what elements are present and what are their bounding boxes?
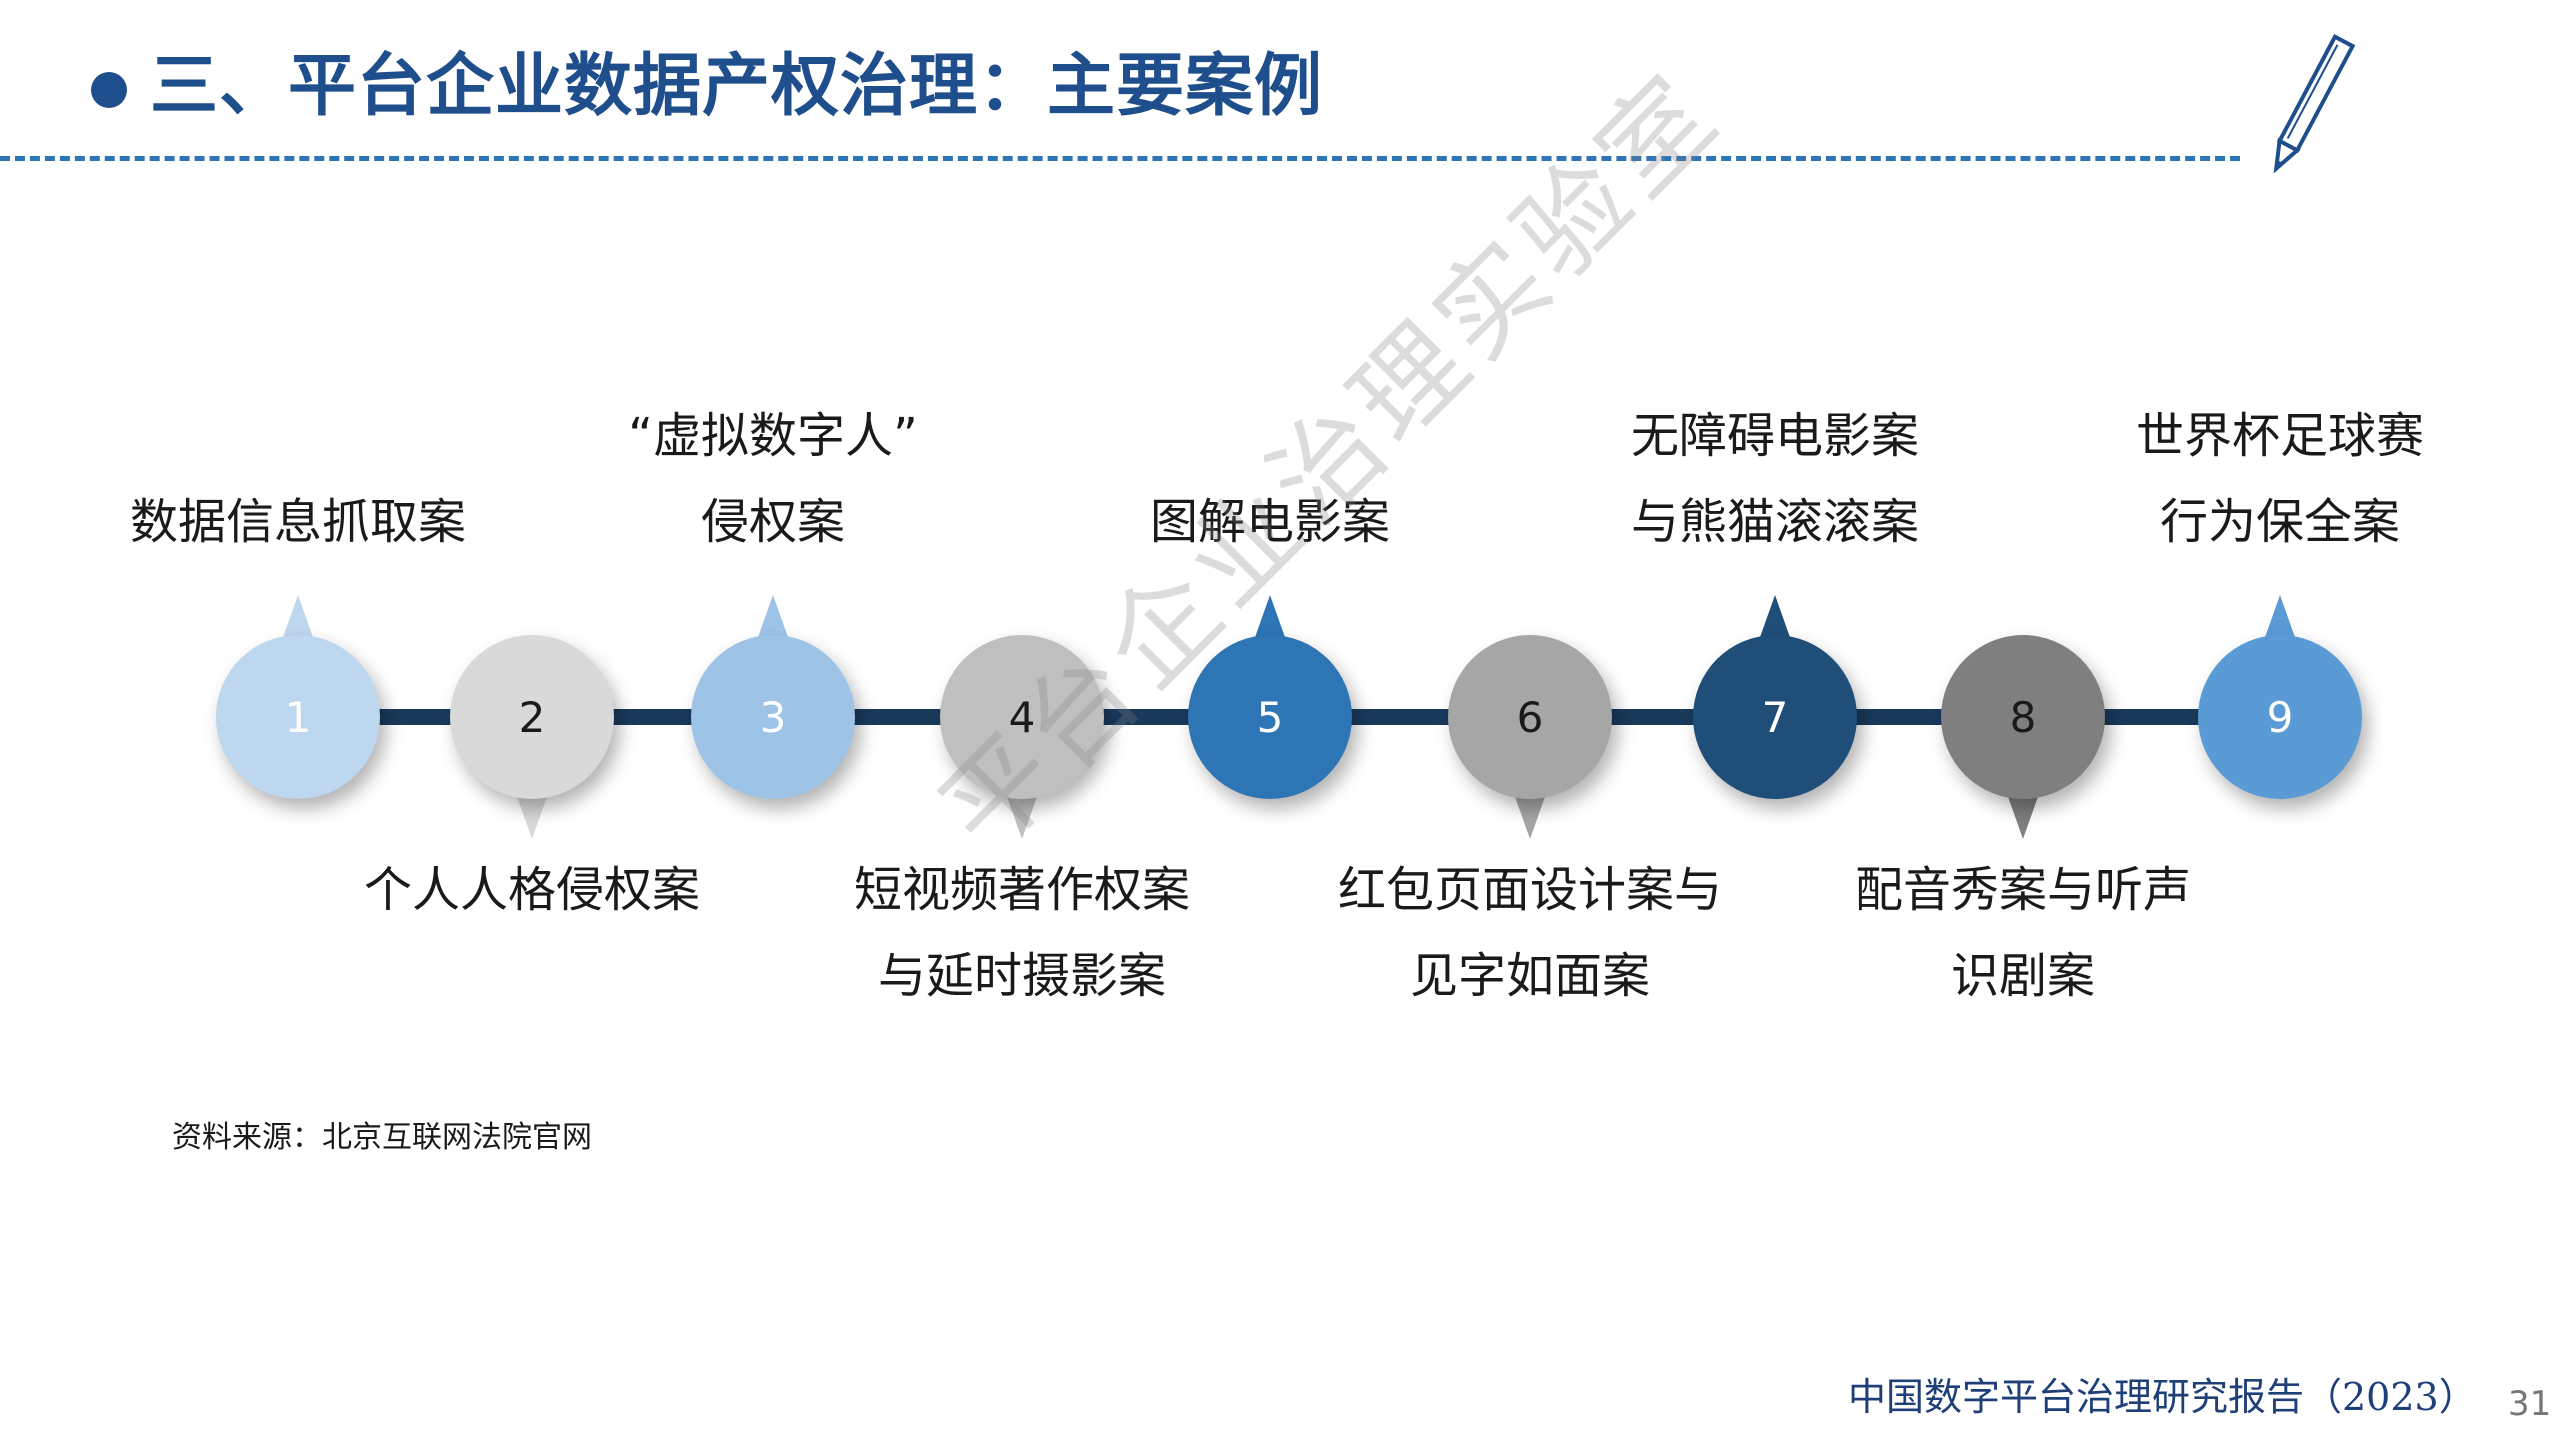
case-4-label-line: 与延时摄影案 <box>877 948 1167 1004</box>
case-3-label-line: “虚拟数字人” <box>628 408 918 464</box>
case-4-label-line: 短视频著作权案 <box>853 862 1191 918</box>
case-3-label: “虚拟数字人” 侵权案 <box>628 393 918 565</box>
source-note: 资料来源：北京互联网法院官网 <box>172 1120 592 1155</box>
case-6-label-line: 见字如面案 <box>1409 948 1651 1004</box>
case-8-node: 8 <box>1941 635 2105 799</box>
case-7-node: 7 <box>1693 635 1857 799</box>
page-title: 三、平台企业数据产权治理：主要案例 <box>150 47 1324 126</box>
case-7-label-line: 与熊猫滚滚案 <box>1630 494 1920 550</box>
case-3-node: 3 <box>691 635 855 799</box>
case-6-label-line: 红包页面设计案与 <box>1337 862 1723 918</box>
case-5-node: 5 <box>1188 635 1352 799</box>
pen-icon <box>2273 34 2356 174</box>
case-4-label: 短视频著作权案与延时摄影案 <box>854 847 1190 1019</box>
page-number: 31 <box>2508 1384 2552 1424</box>
case-9-label: 世界杯足球赛行为保全案 <box>2136 393 2424 565</box>
case-9-node: 9 <box>2198 635 2362 799</box>
case-8-label: 配音秀案与听声识剧案 <box>1855 847 2191 1019</box>
case-5-label-line: 图解电影案 <box>1149 494 1391 550</box>
case-2-node: 2 <box>450 635 614 799</box>
case-2-label: 个人人格侵权案 <box>364 847 700 933</box>
case-5-label: 图解电影案 <box>1150 479 1390 565</box>
case-8-label-line: 识剧案 <box>1950 948 2096 1004</box>
header-divider <box>0 156 2240 161</box>
report-footer: 中国数字平台治理研究报告（2023） <box>1848 1375 2477 1419</box>
case-9-label-line: 世界杯足球赛 <box>2135 408 2425 464</box>
case-1-label-line: 数据信息抓取案 <box>129 494 467 550</box>
case-8-label-line: 配音秀案与听声 <box>1854 862 2192 918</box>
case-2-label-line: 个人人格侵权案 <box>363 862 701 918</box>
case-9-label-line: 行为保全案 <box>2159 494 2401 550</box>
title-bullet <box>91 72 127 108</box>
case-7-label: 无障碍电影案与熊猫滚滚案 <box>1631 393 1919 565</box>
case-3-label-line: 侵权案 <box>700 494 845 550</box>
case-7-label-line: 无障碍电影案 <box>1630 408 1920 464</box>
case-6-node: 6 <box>1448 635 1612 799</box>
case-4-node: 4 <box>940 635 1104 799</box>
case-1-label: 数据信息抓取案 <box>130 479 466 565</box>
case-1-node: 1 <box>216 635 380 799</box>
case-6-label: 红包页面设计案与见字如面案 <box>1338 847 1722 1019</box>
